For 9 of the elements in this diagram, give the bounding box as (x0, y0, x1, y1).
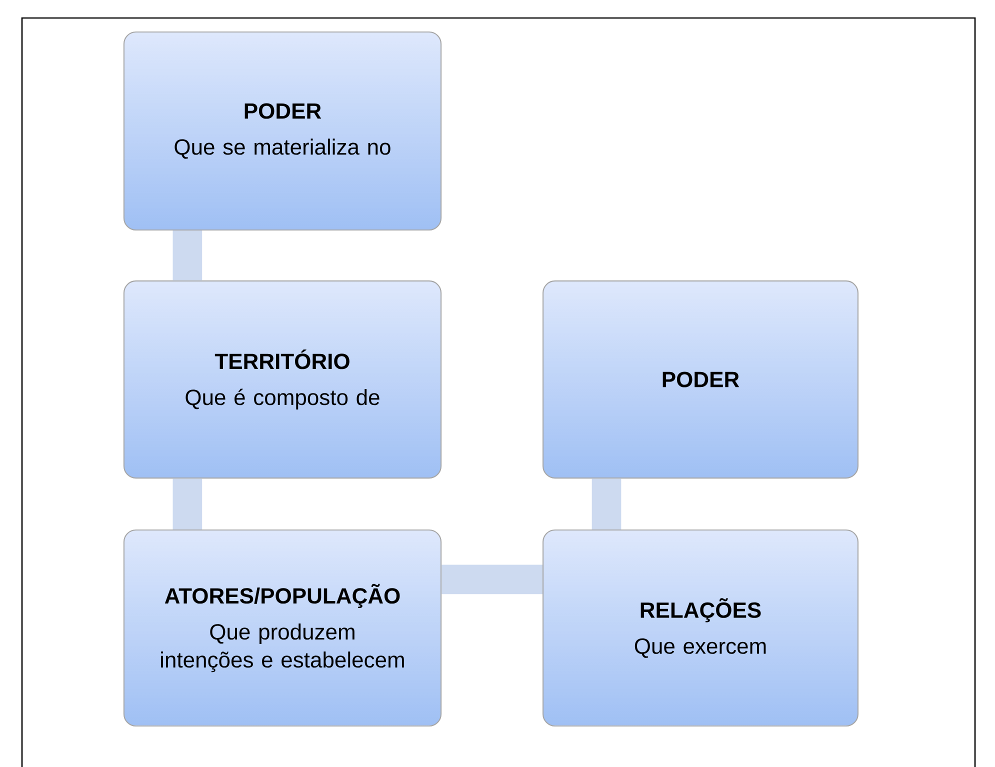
process-box: PODER Que se materializa no (123, 31, 442, 231)
connector-bar (442, 564, 542, 594)
connector-bar (172, 230, 202, 280)
process-box: ATORES/POPULAÇÃO Que produzem intenções e estabelecem (123, 529, 442, 727)
connector-bar (172, 478, 202, 530)
process-box: PODER (542, 280, 859, 479)
process-box: RELAÇÕES Que exercem (542, 529, 859, 727)
process-box: TERRITÓRIO Que é composto de (123, 280, 442, 479)
connector-bar (592, 478, 622, 530)
